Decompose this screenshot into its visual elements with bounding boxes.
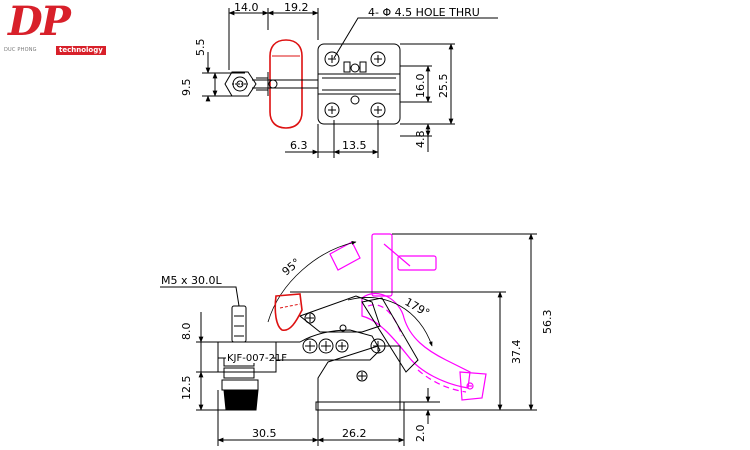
logo-tag: technology [56, 46, 106, 55]
company-logo: DP DUC PHONG technology [4, 0, 106, 58]
dim-side-bottom-c: 2.0 [414, 425, 427, 443]
dim-bottom-right: 13.5 [342, 139, 367, 152]
side-view-labels: M5 x 30.0L KJF-007-21F 95° 179° 8.0 12.5… [161, 256, 554, 442]
dim-right-outer: 25.5 [437, 74, 450, 99]
dim-side-bottom-b: 26.2 [342, 427, 367, 440]
dim-top-left: 14.0 [234, 1, 259, 14]
dim-side-right-a: 37.4 [510, 340, 523, 365]
model-number: KJF-007-21F [227, 353, 287, 364]
dim-top-right: 19.2 [284, 1, 309, 14]
dim-left-upper: 5.5 [194, 39, 207, 57]
dim-right-inner: 16.0 [414, 74, 427, 99]
bolt-spec: M5 x 30.0L [161, 274, 222, 287]
dim-side-left-b: 12.5 [180, 376, 193, 401]
open-position-outline [329, 233, 487, 401]
top-view-labels: 14.0 19.2 5.5 9.5 16.0 25.5 4.8 6.3 13.5… [180, 1, 480, 152]
dim-bottom-left: 6.3 [290, 139, 308, 152]
dim-side-right-b: 56.3 [541, 310, 554, 335]
dim-side-bottom-a: 30.5 [252, 427, 277, 440]
side-view [160, 233, 537, 446]
angle-open: 95° [280, 256, 303, 278]
hole-note: 4- Φ 4.5 HOLE THRU [368, 6, 480, 19]
dim-right-bottom: 4.8 [414, 131, 427, 149]
dim-side-left-a: 8.0 [180, 323, 193, 341]
dim-left-lower: 9.5 [180, 79, 193, 97]
top-view [202, 8, 498, 158]
angle-handle: 179° [403, 295, 432, 320]
logo-subtitle: DUC PHONG [4, 47, 37, 53]
logo-letters: DP [8, 0, 71, 45]
